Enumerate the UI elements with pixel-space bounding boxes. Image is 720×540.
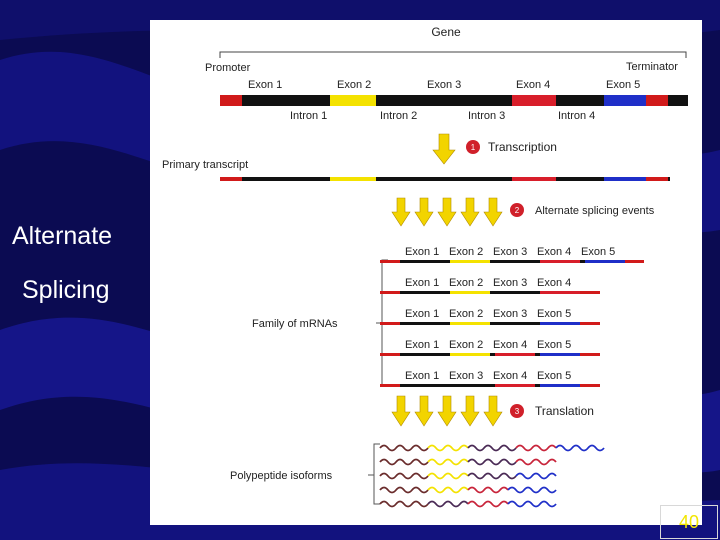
exon-label-4: Exon 4 xyxy=(516,79,550,91)
polypeptide-isoform-3 xyxy=(379,472,557,480)
intron-label-2: Intron 2 xyxy=(380,110,417,122)
mrna-5: Exon 1 Exon 3 Exon 4 Exon 5 xyxy=(380,370,600,387)
gene-label: Gene xyxy=(431,25,461,39)
arrow-down-icon xyxy=(483,395,503,427)
svg-text:Exon 5: Exon 5 xyxy=(537,370,571,382)
polypeptide-isoform-5 xyxy=(379,500,557,508)
terminator-label: Terminator xyxy=(626,61,678,73)
polypeptide-bracket xyxy=(373,443,380,505)
exon-label-5: Exon 5 xyxy=(606,79,640,91)
arrow-down-icon xyxy=(414,197,434,227)
svg-text:Exon 5: Exon 5 xyxy=(581,246,615,258)
step-badge-2 xyxy=(510,203,524,217)
exon-label-3: Exon 3 xyxy=(427,79,461,91)
intron-label-1: Intron 1 xyxy=(290,110,327,122)
polypeptide-isoform-1 xyxy=(379,444,605,452)
arrow-down-icon xyxy=(391,197,411,227)
arrow-down-icon xyxy=(460,395,480,427)
svg-text:Exon 4: Exon 4 xyxy=(537,246,571,258)
svg-text:Exon 1: Exon 1 xyxy=(405,246,439,258)
intron-label-3: Intron 3 xyxy=(468,110,505,122)
splicing-arrows xyxy=(391,197,503,227)
svg-text:Exon 3: Exon 3 xyxy=(493,308,527,320)
alternate-splicing-diagram: Gene Promoter Terminator Exon 1 Exon 2 E… xyxy=(162,25,688,508)
svg-text:Exon 2: Exon 2 xyxy=(449,308,483,320)
svg-text:Exon 2: Exon 2 xyxy=(449,339,483,351)
intron-label-4: Intron 4 xyxy=(558,110,595,122)
step-label-1: Transcription xyxy=(488,140,557,154)
svg-text:Exon 1: Exon 1 xyxy=(405,277,439,289)
svg-text:Exon 1: Exon 1 xyxy=(405,308,439,320)
svg-text:Exon 3: Exon 3 xyxy=(493,246,527,258)
svg-text:Exon 4: Exon 4 xyxy=(493,339,527,351)
page-number: 40 xyxy=(660,505,718,539)
svg-text:Exon 5: Exon 5 xyxy=(537,308,571,320)
gene-bracket xyxy=(219,51,687,58)
arrow-down-icon xyxy=(414,395,434,427)
promoter-label: Promoter xyxy=(205,62,251,74)
mrna-1: Exon 1 Exon 2 Exon 3 Exon 4 Exon 5 xyxy=(380,246,644,263)
svg-text:Exon 3: Exon 3 xyxy=(493,277,527,289)
arrow-down-icon xyxy=(460,197,480,227)
svg-text:Exon 3: Exon 3 xyxy=(449,370,483,382)
polypeptide-isoforms xyxy=(379,444,605,508)
step-number-2: 2 xyxy=(515,206,520,215)
step-label-2: Alternate splicing events xyxy=(535,205,655,217)
svg-text:Exon 2: Exon 2 xyxy=(449,246,483,258)
mrna-2: Exon 1 Exon 2 Exon 3 Exon 4 xyxy=(380,277,600,294)
step-number-3: 3 xyxy=(515,407,520,416)
arrow-down-icon xyxy=(437,395,457,427)
svg-text:Exon 5: Exon 5 xyxy=(537,339,571,351)
svg-text:Exon 1: Exon 1 xyxy=(405,370,439,382)
slide-title-line-1: Alternate xyxy=(12,222,113,250)
polypeptide-label: Polypeptide isoforms xyxy=(230,470,333,482)
primary-transcript-label: Primary transcript xyxy=(162,159,248,171)
translation-arrows xyxy=(391,395,503,427)
mrna-3: Exon 1 Exon 2 Exon 3 Exon 5 xyxy=(380,308,600,325)
polypeptide-isoform-2 xyxy=(379,458,557,466)
arrow-down-icon xyxy=(437,197,457,227)
diagram-panel: Gene Promoter Terminator Exon 1 Exon 2 E… xyxy=(150,20,702,525)
step-badge-1 xyxy=(466,140,480,154)
mrna-list: Exon 1 Exon 2 Exon 3 Exon 4 Exon 5 Exon … xyxy=(380,246,644,387)
arrow-down-icon xyxy=(391,395,411,427)
step-badge-3 xyxy=(510,404,524,418)
arrow-down-icon xyxy=(483,197,503,227)
svg-text:Exon 2: Exon 2 xyxy=(449,277,483,289)
mrna-family-label: Family of mRNAs xyxy=(252,318,338,330)
primary-transcript-bar xyxy=(220,177,670,181)
arrow-down-icon xyxy=(432,133,456,165)
step-label-3: Translation xyxy=(535,404,594,418)
step-number-1: 1 xyxy=(471,143,476,152)
polypeptide-isoform-4 xyxy=(379,486,557,494)
mrna-4: Exon 1 Exon 2 Exon 4 Exon 5 xyxy=(380,339,600,356)
slide-title-line-2: Splicing xyxy=(22,276,110,304)
svg-text:Exon 1: Exon 1 xyxy=(405,339,439,351)
gene-bar xyxy=(220,95,688,106)
svg-text:Exon 4: Exon 4 xyxy=(537,277,571,289)
exon-label-2: Exon 2 xyxy=(337,79,371,91)
svg-text:Exon 4: Exon 4 xyxy=(493,370,527,382)
exon-label-1: Exon 1 xyxy=(248,79,282,91)
